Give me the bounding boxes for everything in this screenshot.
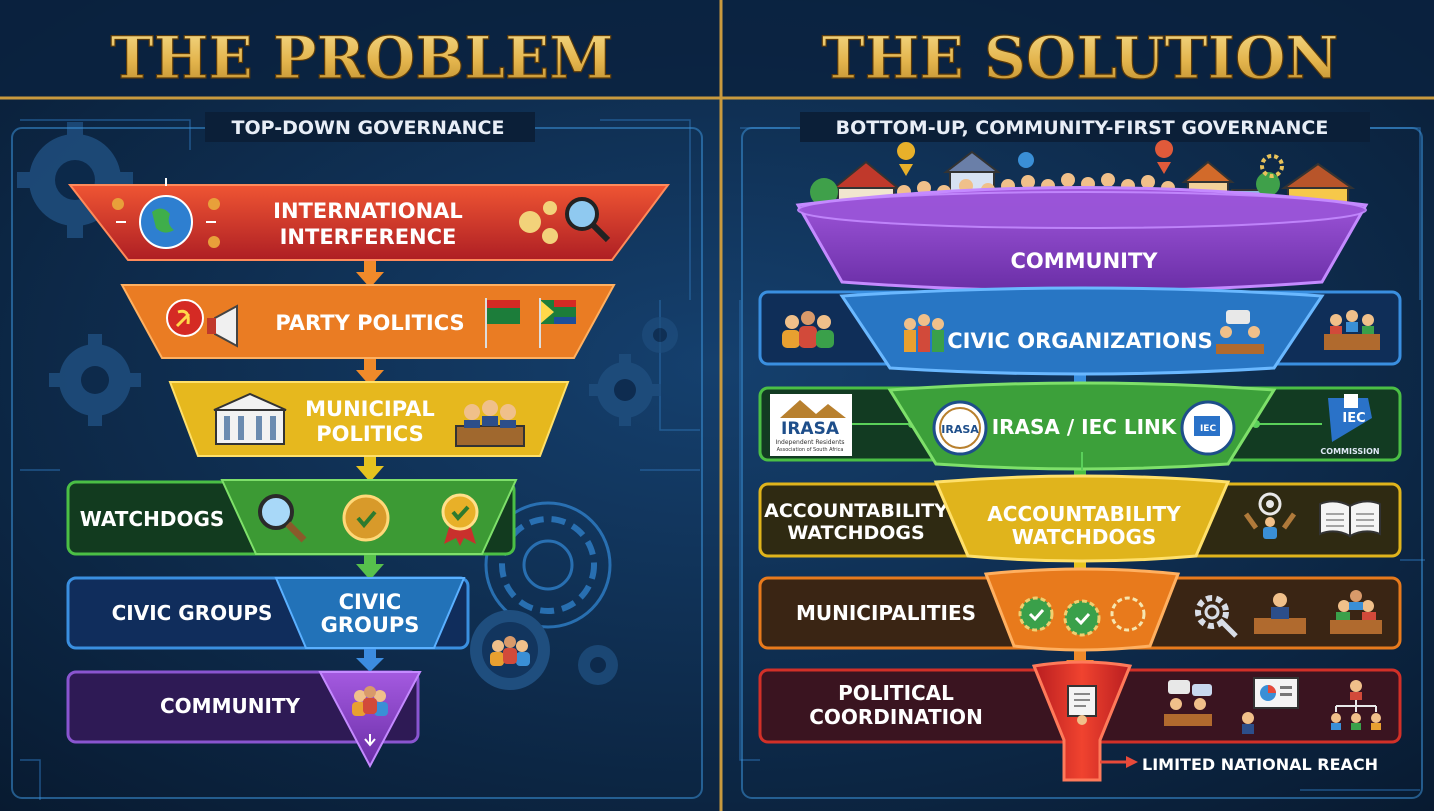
flags-icon [485,298,576,348]
solution-heading: THE SOLUTION [822,24,1339,92]
iec-seal-text: IEC [1200,424,1216,434]
iec-seal-icon: IEC [1180,400,1236,456]
problem-level-municipal-politics-line2: POLITICS [316,422,424,446]
solution-subheading: BOTTOM-UP, COMMUNITY-FIRST GOVERNANCE [836,117,1329,139]
problem-row-community-label: COMMUNITY [160,694,301,718]
solution-subheading-bg [800,112,1370,142]
problem-level-international-line1: INTERNATIONAL [273,199,463,223]
gears-icon [519,201,558,244]
council-meeting-icon [455,400,525,447]
solution-level-watchdogs-line1: ACCOUNTABILITY [987,502,1181,526]
problem-flow-arrows [356,258,384,672]
outcome-label: LIMITED NATIONAL REACH [1142,755,1378,774]
gear-icon [642,317,678,353]
problem-level-party-politics-label: PARTY POLITICS [275,311,464,335]
people-at-table-icon [1330,590,1382,634]
gear-icon [578,645,618,685]
megaphone-icon [207,304,238,348]
people-group-icon [782,311,834,348]
discussion-icon [1216,310,1264,354]
document-person-icon [1067,685,1097,725]
solution-level-civic-organizations [839,286,1325,376]
city-hall-icon [213,392,287,445]
solution-row-political-line1: POLITICAL [838,681,954,705]
outcome-arrow-head [1126,756,1138,768]
council-meeting-icon [1254,593,1306,634]
location-pin-icon [897,142,916,176]
location-pin-icon [1018,152,1034,168]
problem-row-watchdogs-label: WATCHDOGS [80,507,225,531]
globe-icon [112,178,220,249]
header-band [0,0,1434,98]
presentation-icon [1242,677,1299,734]
gear-icon [589,354,661,426]
irasa-logo-tagline1: Independent Residents [775,439,844,446]
irasa-seal-icon: IRASA [932,400,988,456]
meeting-table-icon [1324,310,1380,350]
people-group-icon [490,636,530,666]
problem-subheading: TOP-DOWN GOVERNANCE [232,117,505,139]
problem-level-community [318,671,422,769]
solution-level-accountability-watchdogs [933,474,1231,563]
magnifier-icon [258,494,307,543]
problem-level-municipal-politics-line1: MUNICIPAL [305,397,435,421]
iec-logo-caption: COMMISSION [1320,447,1379,456]
problem-level-civic-groups-line1: CIVIC [339,590,402,614]
people-group-icon [352,686,388,716]
problem-level-civic-groups [274,577,466,649]
solution-level-irasa-iec-link [887,381,1277,471]
irasa-logo-tagline2: Association of South Africa [777,447,844,453]
down-arrow-icon [364,734,376,747]
solution-row-municipalities-label: MUNICIPALITIES [796,601,976,625]
irasa-logo-name: IRASA [781,419,840,439]
iec-logo-name: IEC [1342,411,1365,426]
solution-level-irasa-iec-link-label: IRASA / IEC LINK [992,415,1178,439]
irasa-seal-text: IRASA [941,423,979,436]
solution-row-political-line2: COORDINATION [809,705,983,729]
gear-icon [49,334,141,426]
cheering-people-icon [904,314,944,352]
hammer-sickle-icon [166,299,204,337]
solution-row-watchdogs-line2: WATCHDOGS [787,522,924,544]
municipal-gears-icons [1018,596,1146,637]
settings-gears-icon [1195,595,1238,638]
gear-icon [1260,154,1284,178]
badge-icon [342,494,390,542]
problem-subheading-bg [205,112,535,142]
magnifier-icon [565,197,611,243]
problem-level-international-line2: INTERFERENCE [280,225,457,249]
solution-level-community-label: COMMUNITY [1010,249,1158,273]
iec-logo: IEC COMMISSION [1320,394,1380,456]
award-ribbon-icon [441,493,479,546]
target-person-icon [1243,492,1297,539]
problem-row-civic-groups-label: CIVIC GROUPS [112,601,273,625]
solution-level-watchdogs-line2: WATCHDOGS [1012,525,1157,549]
problem-level-civic-groups-line2: GROUPS [321,613,420,637]
community-bowl-rim [797,191,1367,229]
open-book-icon [1319,500,1381,538]
irasa-logo: IRASA Independent Residents Association … [770,394,852,456]
solution-row-watchdogs-line1: ACCOUNTABILITY [764,500,948,522]
problem-heading: THE PROBLEM [111,24,614,92]
org-chart-icon [1331,680,1381,730]
discussion-icon [1164,680,1212,726]
location-pin-icon [1155,140,1174,174]
tech-ring-icon [484,501,612,629]
solution-level-civic-organizations-label: CIVIC ORGANIZATIONS [947,329,1212,353]
